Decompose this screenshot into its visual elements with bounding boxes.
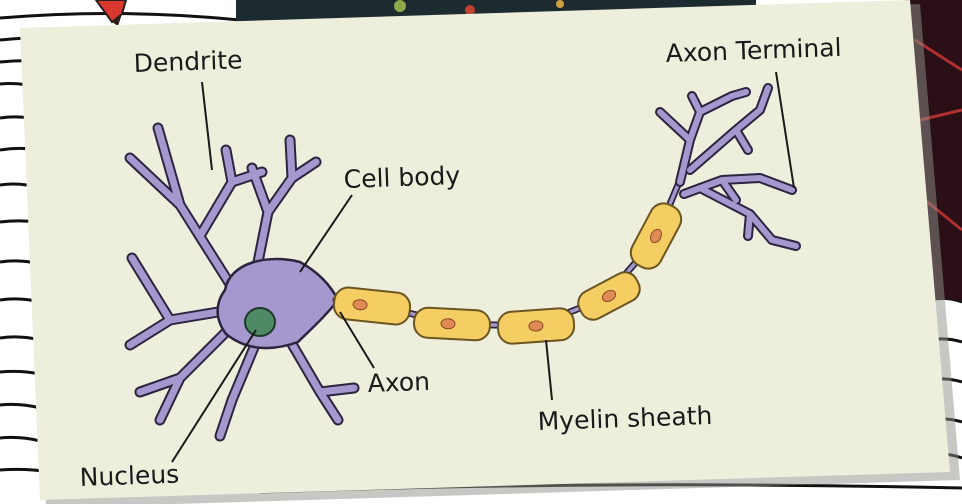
label-dendrite: Dendrite — [133, 45, 243, 78]
label-nucleus: Nucleus — [79, 460, 179, 492]
myelin-segment — [629, 202, 683, 270]
label-cell-body: Cell body — [343, 161, 461, 194]
label-axon: Axon — [367, 367, 430, 398]
leader-axon-terminal — [775, 71, 795, 189]
pencil-icon — [94, 0, 128, 26]
myelin-segment — [332, 286, 412, 326]
label-axon-terminal: Axon Terminal — [665, 33, 842, 68]
dendrites — [124, 122, 360, 442]
myelin-segment — [412, 306, 492, 342]
leader-myelin — [545, 339, 553, 401]
leader-axon — [339, 311, 375, 369]
axon-terminal — [655, 83, 801, 251]
labels: Dendrite Axon Terminal Cell body Axon My… — [79, 33, 842, 492]
background-photo-highlight — [394, 0, 406, 12]
myelin-segment — [496, 307, 576, 345]
leader-nucleus — [171, 329, 257, 463]
background-photo-highlight — [465, 5, 475, 15]
label-myelin-sheath: Myelin sheath — [537, 401, 713, 436]
leader-lines — [171, 71, 795, 463]
background-photo-highlight — [556, 0, 564, 8]
myelin-sheath — [332, 202, 683, 345]
leader-cell-body — [299, 194, 353, 273]
nucleus — [244, 307, 276, 337]
myelin-segment — [577, 271, 641, 321]
leader-dendrite — [201, 81, 213, 171]
neuron — [124, 83, 801, 442]
diagram-card — [20, 0, 950, 500]
